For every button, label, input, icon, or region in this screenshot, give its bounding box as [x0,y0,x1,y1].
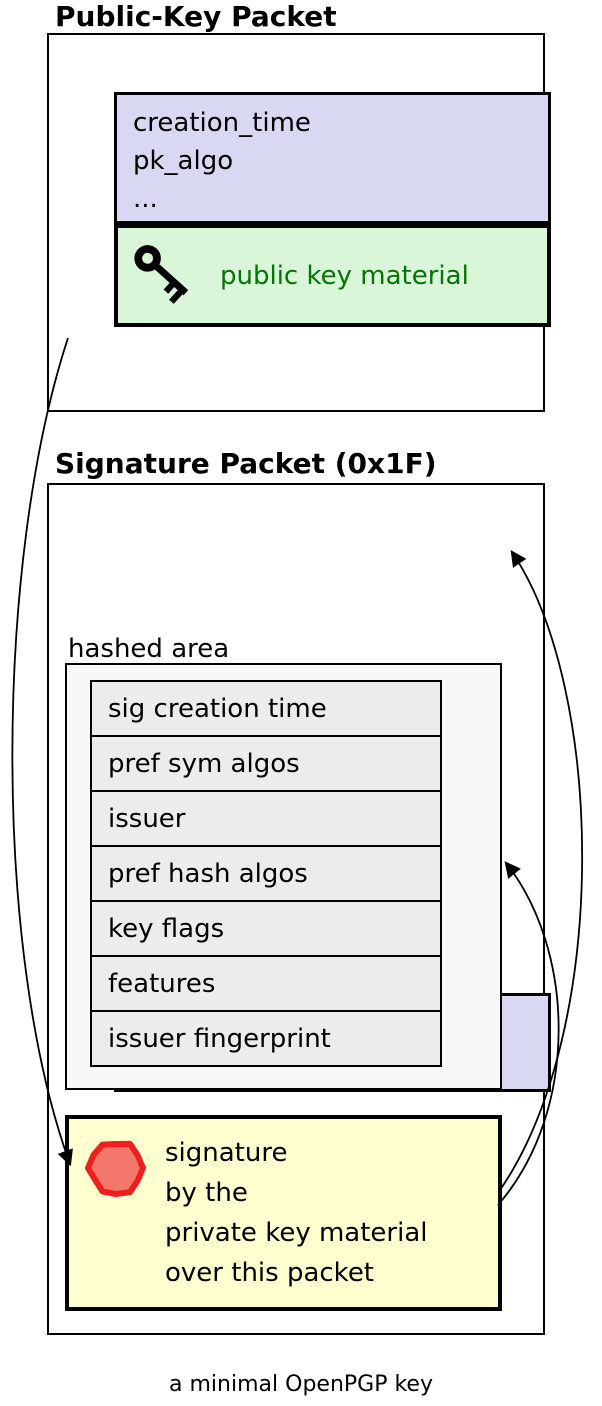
diagram-caption: a minimal OpenPGP key [169,1372,433,1397]
subpacket-list: sig creation time pref sym algos issuer … [90,680,442,1067]
subpacket-issuer: issuer [90,790,442,847]
public-key-material-label: public key material [220,260,469,291]
signature-description: signature by the private key material ov… [165,1133,428,1293]
signature-value-box: signature by the private key material ov… [65,1115,502,1311]
seal-icon [81,1133,151,1207]
signature-line-2: by the [165,1178,248,1208]
signature-line-4: over this packet [165,1258,375,1288]
key-icon [126,233,204,319]
signature-line-1: signature [165,1138,288,1168]
field-ellipsis: ... [133,184,158,214]
subpacket-pref-hash-algos: pref hash algos [90,845,442,902]
hashed-area-box: sig creation time pref sym algos issuer … [65,663,502,1090]
subpacket-features: features [90,955,442,1012]
signature-line-3: private key material [165,1218,428,1248]
subpacket-key-flags: key flags [90,900,442,957]
signature-packet-title: Signature Packet (0x1F) [55,447,437,480]
public-key-packet-box: creation_time pk_algo ... public key mat… [47,33,551,412]
field-pk-algo: pk_algo [133,146,234,176]
public-key-material-box: public key material [114,224,551,327]
field-creation-time: creation_time [133,108,311,138]
subpacket-pref-sym-algos: pref sym algos [90,735,442,792]
public-key-packet-title: Public-Key Packet [55,0,337,33]
hashed-area-label: hashed area [68,634,230,664]
subpacket-sig-creation-time: sig creation time [90,680,442,737]
public-key-header-fields: creation_time pk_algo ... [114,92,551,224]
subpacket-issuer-fingerprint: issuer fingerprint [90,1010,442,1067]
